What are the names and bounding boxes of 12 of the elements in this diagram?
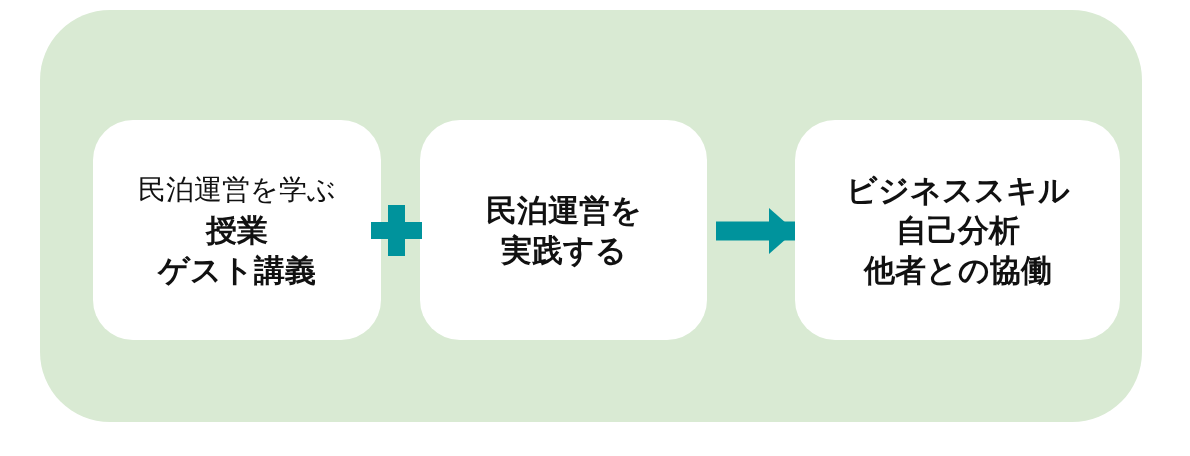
text-box: [795, 120, 1120, 340]
box-text: ビジネススキル: [845, 171, 1070, 210]
box-text: 授業: [206, 211, 268, 250]
text-box: [93, 120, 381, 340]
arrow: [716, 208, 795, 254]
panel-background: [40, 10, 1142, 422]
box-text: 自己分析: [895, 211, 1020, 250]
box-text: 民泊運営を実践する: [484, 191, 643, 270]
box-text: 他者との協働: [863, 251, 1052, 290]
box-text: ゲスト講義: [158, 251, 316, 290]
box-text: 民泊運営を学ぶ: [138, 172, 336, 208]
text-box: [420, 120, 707, 340]
